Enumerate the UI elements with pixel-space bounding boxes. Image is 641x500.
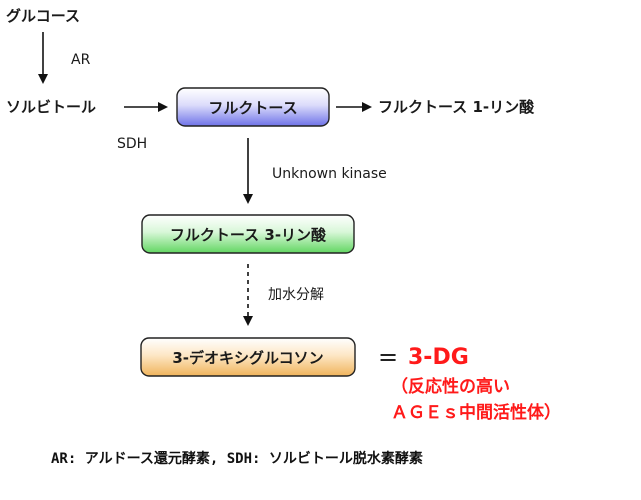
enzyme-sdh-label: SDH <box>117 136 147 152</box>
glucose-label: グルコース <box>6 7 80 25</box>
enzyme-ar-label: AR <box>71 52 91 68</box>
arrow-sorbitol-to-fructose <box>124 102 168 112</box>
fructose-label: フルクトース <box>208 99 297 117</box>
result-3dg-label: 3-DG <box>408 345 469 370</box>
deoxyglucosone-node: 3-デオキシグルコソン <box>140 337 356 377</box>
arrow-fructose-to-f3p <box>243 138 253 204</box>
equals-sign: = <box>378 343 398 371</box>
arrow-glucose-to-sorbitol <box>38 32 48 84</box>
fructose-3-phosphate-label: フルクトース 3-リン酸 <box>170 226 327 244</box>
fructose-1-phosphate-label: フルクトース 1-リン酸 <box>378 98 535 116</box>
deoxyglucosone-label: 3-デオキシグルコソン <box>172 349 323 367</box>
arrow-f3p-to-3dg-dashed <box>243 264 253 326</box>
enzyme-unknown-kinase-label: Unknown kinase <box>272 166 387 182</box>
hydrolysis-label: 加水分解 <box>268 287 324 303</box>
result-note-line1: （反応性の高い <box>391 376 510 397</box>
fructose-node: フルクトース <box>176 87 330 127</box>
arrow-fructose-to-f1p <box>336 102 372 112</box>
footnote-abbreviations: AR: アルドース還元酵素, SDH: ソルビトール脱水素酵素 <box>51 450 423 467</box>
sorbitol-label: ソルビトール <box>6 98 96 116</box>
result-note-line2: ＡＧＥｓ中間活性体） <box>391 402 561 423</box>
fructose-3-phosphate-node: フルクトース 3-リン酸 <box>141 214 355 254</box>
